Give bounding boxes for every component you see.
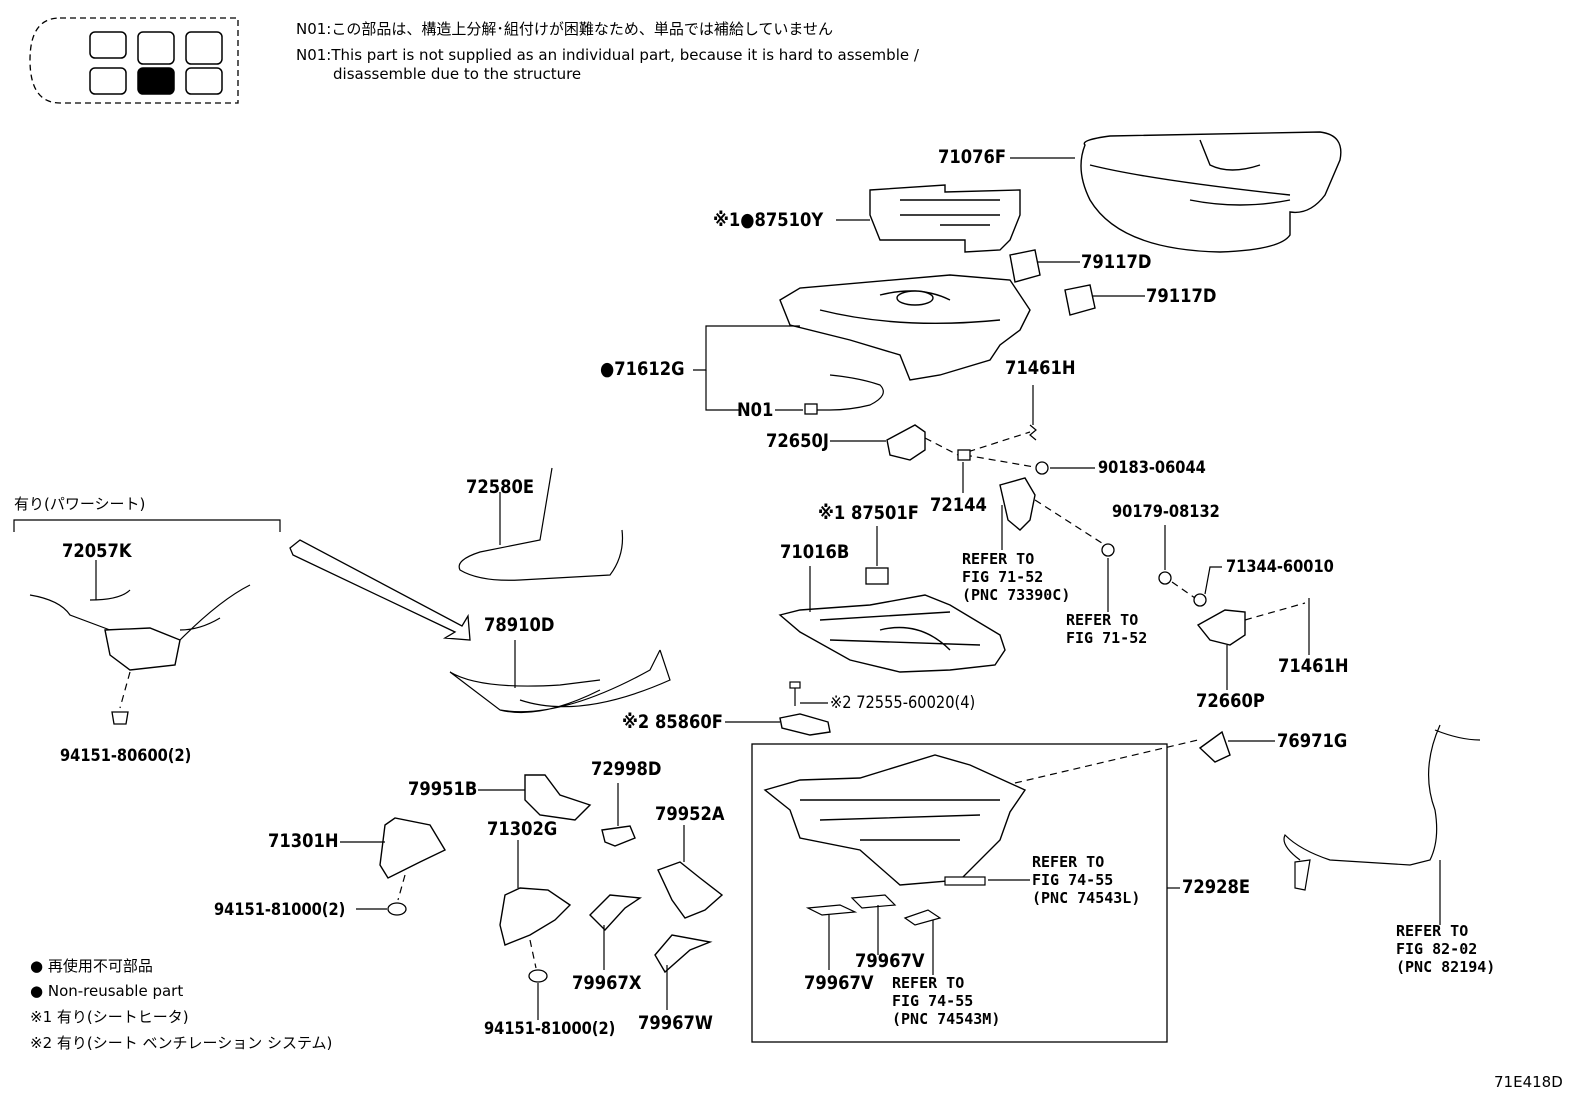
part-label-71301H: 71301H [268, 830, 339, 852]
part-label-79117D-b: 79117D [1146, 285, 1217, 307]
part-label-87510Y: ※1●87510Y [713, 209, 824, 231]
seat-heater-mat-illustration [869, 184, 1021, 253]
part-label-94151-81000-a: 94151-81000(2) [214, 900, 346, 920]
refer-fig-82-02-pnc-82194: REFER TO FIG 82-02 (PNC 82194) [1396, 922, 1496, 976]
n01-note-en-line2: disassemble due to the structure [333, 65, 582, 83]
part-label-N01: N01 [737, 399, 774, 421]
pad-79967X-illustration [589, 894, 643, 932]
part-label-79967X: 79967X [572, 972, 642, 994]
legend-non-reusable-en: ● Non-reusable part [30, 982, 184, 1000]
bracket-72650J-illustration [886, 424, 926, 461]
part-label-72998D: 72998D [591, 758, 662, 780]
refer-fig-71-52: REFER TO FIG 71-52 [1066, 611, 1148, 647]
bracket-79952A-illustration [657, 861, 724, 919]
part-label-72057K: 72057K [62, 540, 132, 562]
part-label-79117D-a: 79117D [1081, 251, 1152, 273]
part-label-72650J: 72650J [766, 430, 829, 452]
part-label-72580E: 72580E [466, 476, 535, 498]
legend-note-1-seat-heater: ※1 有り(シートヒータ) [30, 1008, 189, 1026]
part-label-71461H-a: 71461H [1005, 357, 1076, 379]
bracket-72660P-illustration [1196, 609, 1246, 646]
legend-note-2-ventilation: ※2 有り(シート ベンチレーション システム) [30, 1034, 333, 1052]
part-label-90183-06044: 90183-06044 [1098, 458, 1206, 478]
part-label-72928E: 72928E [1182, 876, 1251, 898]
bracket-72998D-illustration [601, 825, 636, 847]
harness-bracket-illustration [999, 477, 1036, 531]
part-label-72555-60020: ※2 72555-60020(4) [830, 693, 976, 713]
part-label-79967V-a: 79967V [804, 972, 874, 994]
part-label-79951B: 79951B [408, 778, 478, 800]
part-label-79967W: 79967W [638, 1012, 713, 1034]
seat-shield-illustration [763, 754, 1027, 886]
seat-locator-icon [29, 17, 239, 104]
seat-cushion-cover-illustration [1080, 131, 1342, 253]
part-label-94151-81000-b: 94151-81000(2) [484, 1019, 616, 1039]
part-label-71344-60010: 71344-60010 [1226, 557, 1334, 577]
pad-79967W-illustration [654, 934, 713, 974]
assembly-arrow-icon [289, 539, 471, 641]
figure-id: 71E418D [1494, 1073, 1563, 1091]
part-label-76971G: 76971G [1277, 730, 1348, 752]
part-label-90179-08132: 90179-08132 [1112, 502, 1220, 522]
part-label-78910D: 78910D [484, 614, 555, 636]
part-label-71461H-b: 71461H [1278, 655, 1349, 677]
part-label-72144: 72144 [930, 494, 987, 516]
seat-frame-illustration [778, 594, 1006, 673]
n01-note-en-line1: N01:This part is not supplied as an indi… [296, 46, 919, 64]
bracket-71302G-illustration [499, 887, 572, 946]
part-label-72660P: 72660P [1196, 690, 1265, 712]
bracket-79951B-illustration [524, 774, 592, 821]
refer-fig-71-52-pnc-73390C: REFER TO FIG 71-52 (PNC 73390C) [962, 550, 1071, 604]
cover-76971G-illustration [1198, 730, 1231, 763]
part-label-71016B: 71016B [780, 541, 850, 563]
power-seat-label: 有り(パワーシート) [14, 495, 146, 513]
n01-note-jp: N01:この部品は、構造上分解･組付けが困難なため、単品では補給していません [296, 20, 833, 38]
power-seat-harness-illustration [104, 627, 181, 671]
refer-fig-74-55-pnc-74543L: REFER TO FIG 74-55 (PNC 74543L) [1032, 853, 1141, 907]
legend-non-reusable-jp: ● 再使用不可部品 [30, 957, 153, 975]
refer-fig-74-55-pnc-74543M: REFER TO FIG 74-55 (PNC 74543M) [892, 974, 1001, 1028]
bracket-71301H-illustration [379, 817, 446, 879]
pad-79117D-a-illustration [1009, 249, 1041, 283]
part-label-94151-80600: 94151-80600(2) [60, 746, 192, 766]
part-label-71302G: 71302G [487, 818, 558, 840]
pad-79117D-b-illustration [1064, 284, 1096, 316]
ventilation-fan-illustration [779, 713, 831, 736]
part-label-79952A: 79952A [655, 803, 725, 825]
part-label-85860F: ※2 85860F [622, 711, 723, 733]
part-label-71612G: ●71612G [600, 358, 685, 380]
seat-cushion-pad-illustration [779, 274, 1031, 381]
part-label-79967V-b: 79967V [855, 950, 925, 972]
part-label-87501F: ※1 87501F [818, 502, 919, 524]
part-label-71076F: 71076F [938, 146, 1007, 168]
